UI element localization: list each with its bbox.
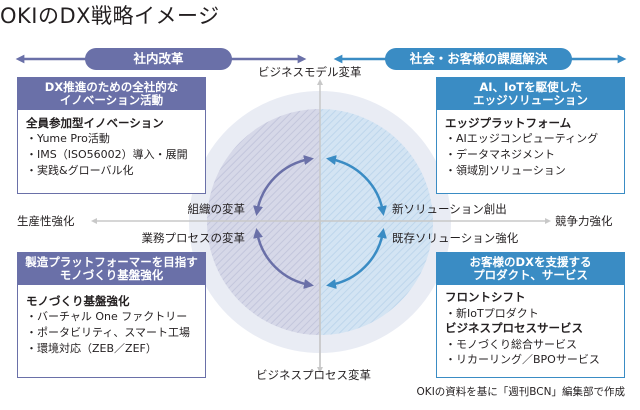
list-item: ・バーチャル One ファクトリー [26, 310, 188, 323]
quadrant-label-top-left: 組織の変革 [187, 202, 246, 216]
axis-label-top: ビジネスモデル変革 [258, 65, 362, 79]
arrow-top-right [326, 155, 387, 216]
axis-label-bottom: ビジネスプロセス変革 [256, 368, 371, 382]
box-customer-dx-products: お客様のDXを支援するプロダクト、サービス フロントシフト ・新IoTプロダクト… [436, 252, 625, 378]
axis-label-right: 競争力強化 [555, 214, 613, 228]
list-item: ・IMS（ISO56002）導入・展開 [26, 148, 188, 161]
banner-social-solutions: 社会・お客様の課題解決 [385, 48, 572, 70]
box-header: エッジソリューション [473, 93, 588, 107]
list-item: ・ポータビリティ、スマート工場 [26, 326, 191, 339]
list-item: ・モノづくり総合サービス [445, 337, 577, 351]
box-header: モノづくり基盤強化 [59, 268, 164, 282]
box-heading: ビジネスプロセスサービス [445, 321, 583, 335]
box-manufacturing-platform: 製造プラットフォーマーを目指すモノづくり基盤強化 モノづくり基盤強化 ・バーチャ… [17, 252, 206, 378]
box-heading: フロントシフト [445, 290, 526, 304]
box-edge-solutions: AI、IoTを駆使したエッジソリューション エッジプラットフォーム ・AIエッジ… [436, 77, 625, 194]
box-heading: エッジプラットフォーム [445, 116, 572, 130]
box-heading: モノづくり基盤強化 [26, 294, 130, 308]
box-header: DX推進のための全社的な [44, 80, 179, 94]
box-heading: 全員参加型イノベーション [26, 116, 164, 130]
list-item: ・データマネジメント [445, 148, 555, 161]
banner-internal-reform: 社内改革 [85, 48, 232, 70]
list-item: ・AIエッジコンピューティング [445, 132, 599, 145]
list-item: ・実践&グローバル化 [26, 164, 134, 177]
box-header: イノベーション活動 [59, 93, 164, 107]
list-item: ・新IoTプロダクト [445, 306, 539, 320]
arrow-bottom-left [253, 228, 314, 289]
box-header: プロダクト、サービス [473, 268, 588, 282]
box-header: 製造プラットフォーマーを目指す [25, 255, 198, 269]
axis-label-left: 生産性強化 [17, 214, 75, 228]
list-item: ・Yume Pro活動 [26, 132, 110, 145]
arrow-top-left [253, 155, 314, 216]
source-credit: OKIの資料を基に「週刊BCN」編集部で作成 [416, 386, 625, 398]
page-title: OKIのDX戦略イメージ [0, 4, 220, 28]
quadrant-label-top-right: 新ソリューション創出 [392, 202, 507, 216]
list-item: ・リカーリング／BPOサービス [445, 353, 600, 366]
box-header: お客様のDXを支援する [469, 255, 592, 269]
arrow-bottom-right [326, 228, 387, 289]
quadrant-label-bottom-left: 業務プロセスの変革 [141, 231, 246, 245]
quadrant-label-bottom-right: 既存ソリューション強化 [392, 231, 519, 245]
box-header: AI、IoTを駆使した [479, 80, 582, 94]
box-innovation-activities: DX推進のための全社的なイノベーション活動 全員参加型イノベーション ・Yume… [17, 77, 206, 194]
list-item: ・領域別ソリューション [445, 164, 566, 177]
list-item: ・環境対応（ZEB／ZEF） [26, 342, 157, 355]
